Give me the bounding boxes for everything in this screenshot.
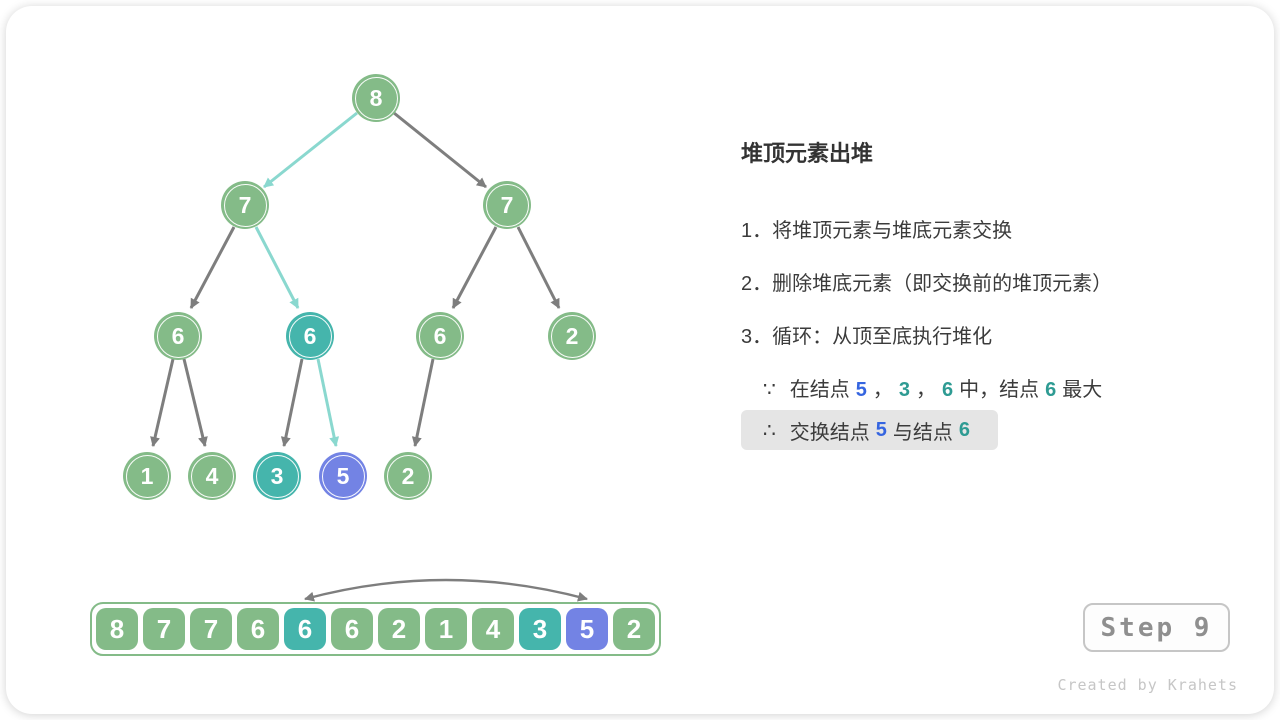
tree-node-value: 6	[303, 322, 317, 349]
tree-node-highlight: 3	[253, 452, 301, 500]
tree-node: 6	[154, 312, 202, 360]
therefore-text: 交换结点	[789, 421, 870, 444]
array-cell-value: 6	[297, 613, 313, 644]
node-ref-6: 6	[1045, 379, 1057, 401]
step-badge: Step 9	[1083, 603, 1230, 652]
array-cell-value: 4	[485, 613, 501, 644]
canvas-card	[6, 6, 1274, 714]
tree-node-highlight: 6	[286, 312, 334, 360]
array-cell-value: 3	[532, 613, 548, 644]
tree-node-value: 4	[205, 462, 219, 489]
tree-node: 2	[384, 452, 432, 500]
tree-node-value: 7	[500, 191, 514, 218]
array-cell: 6	[237, 608, 279, 650]
tree-node: 1	[123, 452, 171, 500]
heap-array: 8 7 7 6 6 6 2 1 4 3 5 2	[90, 602, 661, 656]
because-text: ，	[872, 379, 893, 401]
array-cell: 1	[425, 608, 467, 650]
array-cell-value: 6	[344, 613, 360, 644]
tree-node-value: 6	[171, 322, 185, 349]
array-cell-highlight: 3	[519, 608, 561, 650]
array-cell-value: 8	[109, 613, 125, 644]
array-cell-value: 7	[156, 613, 172, 644]
node-ref-3: 3	[898, 379, 910, 401]
tree-node-value: 6	[433, 322, 447, 349]
tree-node-selected: 5	[319, 452, 367, 500]
array-cell: 8	[96, 608, 138, 650]
because-text: 最大	[1062, 379, 1103, 401]
node-ref-6: 6	[958, 418, 970, 441]
array-cell-value: 2	[626, 613, 642, 644]
array-cell: 2	[613, 608, 655, 650]
array-cell-value: 2	[391, 613, 407, 644]
node-ref-5: 5	[875, 418, 887, 441]
array-cell: 4	[472, 608, 514, 650]
panel-title: 堆顶元素出堆	[741, 141, 874, 166]
step-item-1: 1．将堆顶元素与堆底元素交换	[741, 220, 1013, 242]
array-cell: 6	[331, 608, 373, 650]
array-cell-value: 5	[579, 613, 595, 644]
array-cell-value: 7	[203, 613, 219, 644]
node-ref-6: 6	[941, 379, 954, 401]
array-cell: 7	[143, 608, 185, 650]
tree-node-value: 2	[401, 462, 415, 489]
tree-node: 7	[221, 181, 269, 229]
array-cell-selected: 5	[566, 608, 608, 650]
tree-node: 2	[548, 312, 596, 360]
array-cell-highlight: 6	[284, 608, 326, 650]
array-cell-value: 1	[438, 613, 454, 644]
tree-node-value: 8	[369, 84, 383, 111]
tree-node: 8	[352, 74, 400, 122]
array-cell: 2	[378, 608, 420, 650]
array-cell-value: 6	[250, 613, 266, 644]
tree-node-value: 2	[565, 322, 579, 349]
therefore-symbol: ∴	[763, 419, 776, 442]
array-cell: 7	[190, 608, 232, 650]
tree-node-value: 7	[238, 191, 252, 218]
because-text: ，	[915, 379, 936, 401]
step-item-2: 2．删除堆底元素（即交换前的堆顶元素）	[741, 273, 1113, 295]
tree-node: 7	[483, 181, 531, 229]
because-text: 中，结点	[959, 379, 1040, 401]
tree-node: 4	[188, 452, 236, 500]
tree-node-value: 3	[270, 462, 284, 489]
because-text: 在结点	[789, 379, 850, 401]
because-symbol: ∵	[763, 379, 776, 401]
tree-node-value: 1	[140, 462, 154, 489]
tree-node-value: 5	[336, 462, 350, 489]
therefore-text: 与结点	[892, 421, 953, 444]
tree-node: 6	[416, 312, 464, 360]
watermark: Created by Krahets	[1057, 676, 1238, 694]
node-ref-5: 5	[855, 379, 867, 401]
step-item-3: 3．循环：从顶至底执行堆化	[741, 326, 993, 348]
